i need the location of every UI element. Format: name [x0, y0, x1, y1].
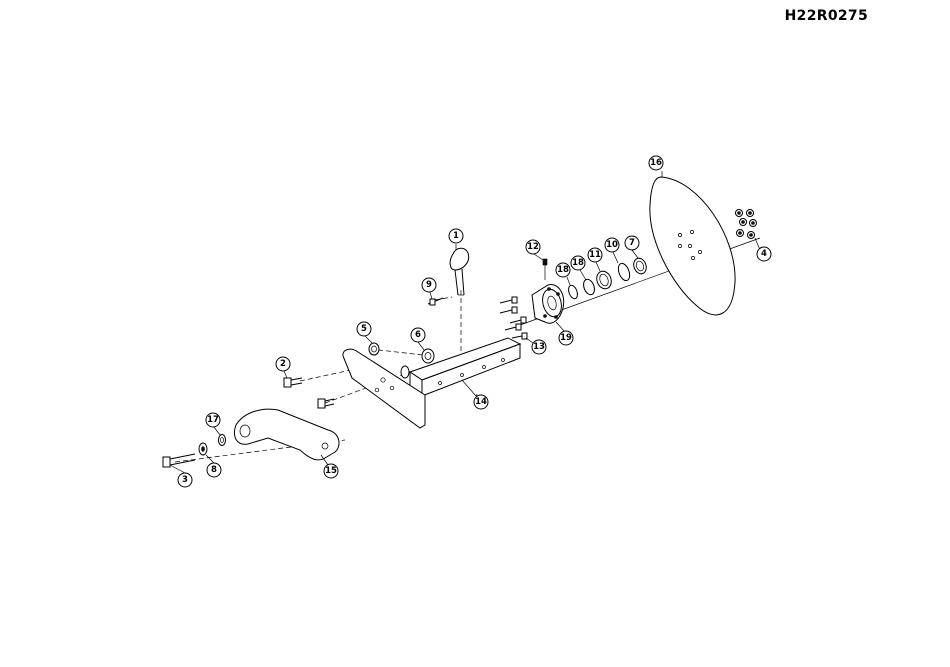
callout-13-label: 13 [533, 342, 545, 352]
callout-16: 16 [649, 156, 663, 170]
pin-part-9 [428, 298, 443, 305]
callout-17-label: 17 [207, 415, 219, 425]
callout-1: 1 [449, 229, 463, 243]
callout-5: 5 [357, 322, 371, 336]
callout-4-label: 4 [761, 249, 767, 259]
callout-12-label: 12 [527, 242, 539, 252]
callout-19: 19 [559, 331, 573, 345]
callout-18b-label: 18 [572, 258, 584, 268]
callout-10: 10 [605, 238, 619, 252]
hanger-part-1 [450, 248, 469, 295]
grease-nipple-part-12 [543, 259, 547, 280]
axle-part-14 [410, 338, 520, 396]
nuts-part-4 [736, 210, 761, 251]
callout-3: 3 [178, 473, 192, 487]
hub-part-19 [532, 285, 564, 324]
callout-6-label: 6 [415, 330, 421, 340]
callout-2-label: 2 [280, 359, 286, 369]
mounting-plate [343, 349, 425, 428]
callout-10-label: 10 [606, 240, 618, 250]
callout-12: 12 [526, 240, 540, 254]
callout-18a-label: 18 [557, 265, 569, 275]
callout-18a: 18 [556, 263, 570, 277]
callout-19-label: 19 [560, 333, 572, 343]
callout-18b: 18 [571, 256, 585, 270]
washer-part-8 [199, 443, 207, 455]
callout-9-label: 9 [426, 280, 432, 290]
callout-16-label: 16 [650, 158, 662, 168]
bolt-part-2 [284, 378, 302, 387]
disc-part-16 [650, 177, 735, 315]
callout-3-label: 3 [182, 475, 188, 485]
callout-7-label: 7 [629, 238, 635, 248]
callout-2: 2 [276, 357, 290, 371]
callout-9: 9 [422, 278, 436, 292]
callout-17: 17 [206, 413, 220, 427]
callout-13: 13 [532, 340, 546, 354]
washer-part-17 [219, 435, 226, 446]
bolt-part-3 [163, 454, 195, 467]
callout-14: 14 [474, 395, 488, 409]
bolt-part-2b [318, 399, 334, 408]
callout-11-label: 11 [589, 250, 601, 260]
callout-7: 7 [625, 236, 639, 250]
arm-part-15 [235, 409, 340, 465]
callout-8-label: 8 [211, 465, 217, 475]
callout-11: 11 [588, 248, 602, 262]
callout-8: 8 [207, 463, 221, 477]
callout-1-label: 1 [453, 231, 459, 241]
callout-15-label: 15 [325, 466, 337, 476]
callout-15: 15 [324, 464, 338, 478]
bolts-part-13 [500, 297, 533, 343]
callout-5-label: 5 [361, 324, 367, 334]
callout-14-label: 14 [475, 397, 487, 407]
callout-6: 6 [411, 328, 425, 342]
callout-4: 4 [757, 247, 771, 261]
